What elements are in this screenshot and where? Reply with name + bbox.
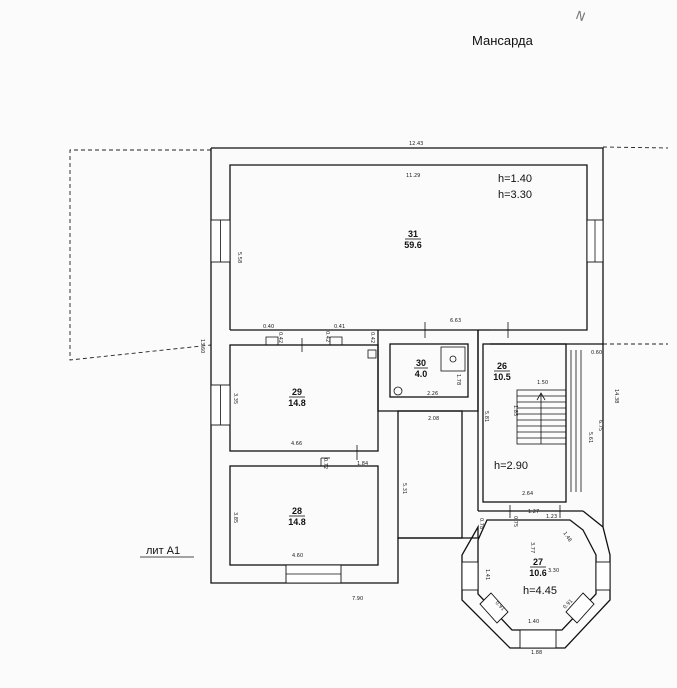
room-30-outer-wall xyxy=(377,330,479,412)
plan-title: Мансарда xyxy=(472,33,534,48)
room-30-label: 30 4.0 xyxy=(414,358,428,379)
room-28-number: 28 xyxy=(292,506,302,516)
dimension-label: 3.85 xyxy=(232,512,238,523)
dimension-label: 13.60 xyxy=(199,339,205,353)
dimension-label: 0.72 xyxy=(322,458,328,469)
dimension-label: 14.38 xyxy=(613,389,619,403)
dimension-label: 3.77 xyxy=(529,542,535,553)
toilet-icon xyxy=(393,386,403,396)
height-label: h=4.45 xyxy=(523,585,557,597)
dimension-label: 3.30 xyxy=(548,568,559,574)
shower-tray xyxy=(440,346,466,372)
room-28-label: 28 14.8 xyxy=(288,506,306,527)
dimension-label: 1.85 xyxy=(512,405,518,416)
tower-top-right-wall xyxy=(582,510,604,528)
room-26-label: 26 10.5 xyxy=(493,361,511,382)
dashed-outline-left xyxy=(69,149,212,361)
corridor-walls xyxy=(397,410,463,539)
height-label: h=3.30 xyxy=(498,189,532,201)
dimension-label: 2.26 xyxy=(427,391,438,397)
dashed-line-right-top xyxy=(602,146,669,149)
room-28-area: 14.8 xyxy=(288,517,306,527)
dimension-label: 1.27 xyxy=(528,509,539,515)
wall-niche-1 xyxy=(265,336,279,345)
dimension-label: 1.84 xyxy=(357,461,368,467)
dimension-label: 0.41 xyxy=(334,324,345,330)
room-31-label: 31 59.6 xyxy=(404,229,422,250)
room-30-number: 30 xyxy=(416,358,426,368)
dimension-label: 6.75 xyxy=(597,420,603,431)
outer-wall xyxy=(210,147,611,649)
room-26-area: 10.5 xyxy=(493,372,511,382)
window-tower-bottom-right xyxy=(565,592,595,624)
dimension-label: 4.60 xyxy=(292,553,303,559)
room-31-area: 59.6 xyxy=(404,240,422,250)
dimension-label: 2.08 xyxy=(428,416,439,422)
dimension-label: 5.58 xyxy=(236,252,242,263)
room-29-area: 14.8 xyxy=(288,398,306,408)
room-29-label: 29 14.8 xyxy=(288,387,306,408)
dimension-label: 0.42 xyxy=(324,331,330,342)
room-28-walls xyxy=(229,465,379,566)
window-tower-bottom xyxy=(519,629,557,649)
room-27-area: 10.6 xyxy=(529,568,547,578)
room-26-number: 26 xyxy=(497,361,507,371)
dimension-label: 1.78 xyxy=(455,374,461,385)
stair-arrow-icon xyxy=(536,392,546,401)
dimension-label: 5.81 xyxy=(483,411,489,422)
dimension-labels: 12.43 11.29 5.58 13.60 0.40 0.42 0.42 0.… xyxy=(199,141,619,656)
dimension-label: 3.35 xyxy=(232,393,238,404)
window-tower-bottom-left xyxy=(479,592,509,624)
dimension-label: 1.40 xyxy=(528,619,539,625)
dimension-label: 12.43 xyxy=(409,141,423,147)
height-label: h=1.40 xyxy=(498,173,532,185)
dimension-label: 1.41 xyxy=(484,569,490,580)
room-29-number: 29 xyxy=(292,387,302,397)
room-27-number: 27 xyxy=(533,557,543,567)
staircase xyxy=(516,389,567,445)
dimension-label: 0.60 xyxy=(591,350,602,356)
building-label: лит А1 xyxy=(146,545,180,557)
dimension-label: 2.64 xyxy=(522,491,533,497)
room-30-walls xyxy=(389,343,469,398)
shower-drain-icon xyxy=(449,355,457,363)
dimension-label: 6.63 xyxy=(450,318,461,324)
dimension-label: 0.42 xyxy=(369,332,375,343)
dimension-label: 0.42 xyxy=(277,332,283,343)
dimension-label: 1.48 xyxy=(561,531,572,544)
stair-outline xyxy=(516,389,567,445)
dimension-label: 0.78 xyxy=(478,518,484,529)
dimension-label: 0.40 xyxy=(263,324,274,330)
wall-niche-2 xyxy=(329,336,343,345)
dimension-label: 1.23 xyxy=(546,514,557,520)
dimension-label: 1.50 xyxy=(537,380,548,386)
window-tower-right xyxy=(595,561,611,591)
dimension-label: 5.31 xyxy=(401,483,407,494)
dimension-label: 4.66 xyxy=(291,441,302,447)
window-tower-left xyxy=(461,561,479,591)
room-26-walls xyxy=(482,343,567,503)
dimension-label: 1.88 xyxy=(531,650,542,656)
dimension-label: 7.90 xyxy=(352,596,363,602)
room-31-number: 31 xyxy=(408,229,418,239)
height-label: h=2.90 xyxy=(494,460,528,472)
room-30-area: 4.0 xyxy=(415,369,428,379)
north-mark: N xyxy=(574,8,587,24)
dimension-label: 0.75 xyxy=(512,516,518,527)
room-27-label: 27 10.6 xyxy=(529,557,547,578)
sink-icon xyxy=(367,349,377,359)
dimension-label: 11.29 xyxy=(406,173,420,179)
dimension-label: 5.61 xyxy=(587,432,593,443)
